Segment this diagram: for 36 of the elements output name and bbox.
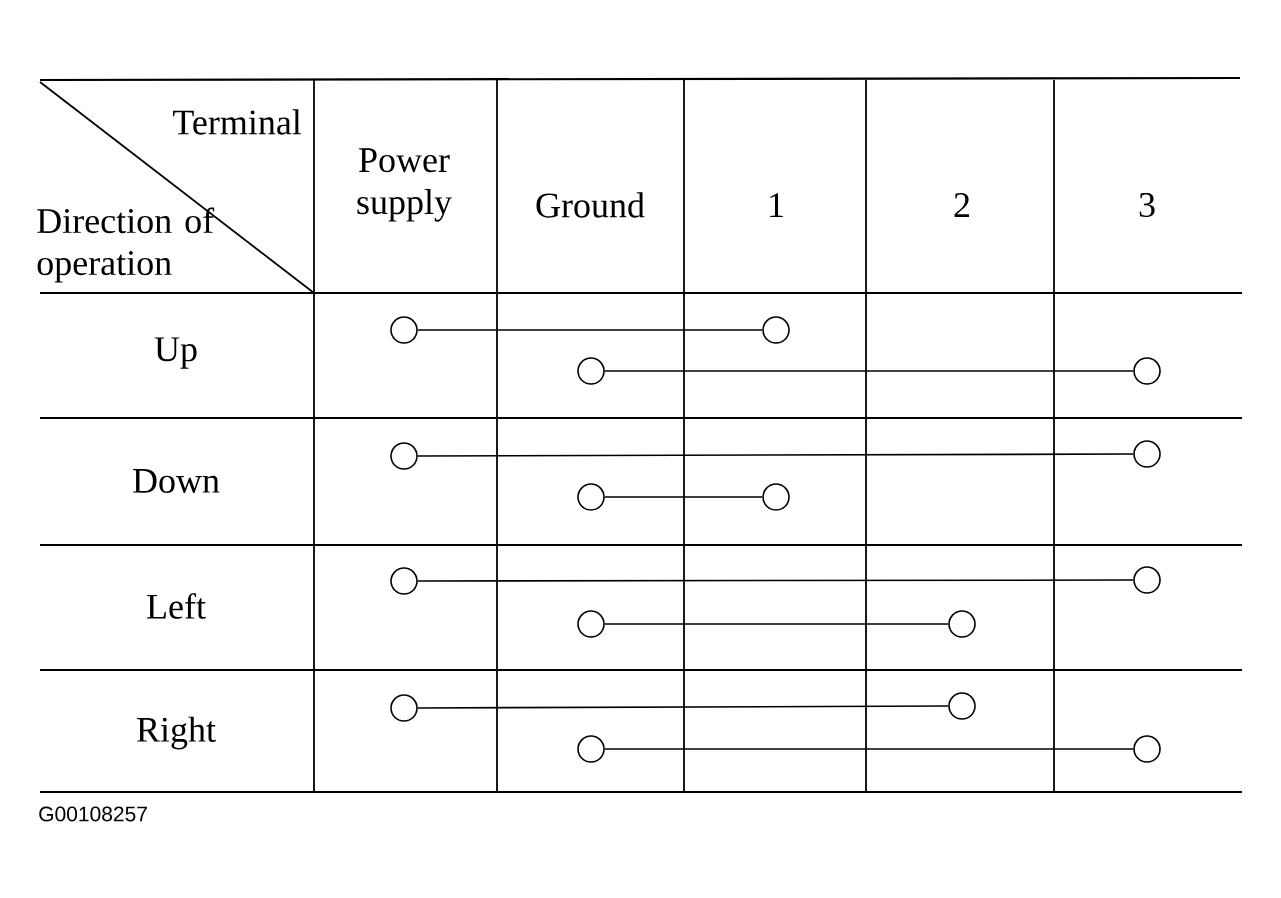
continuity-line — [417, 329, 763, 331]
header-text: 2 — [954, 193, 970, 217]
terminal-circle — [577, 610, 605, 638]
terminal-circle — [762, 316, 790, 344]
row-label: Up — [154, 337, 197, 369]
terminal-circle — [1133, 566, 1161, 594]
terminal-circle — [390, 442, 418, 470]
terminal-circle — [577, 483, 605, 511]
header-text: Power supply — [357, 148, 452, 222]
row-label: Down — [133, 469, 220, 493]
header-text: Terminal — [173, 109, 302, 135]
row-label: Right — [137, 716, 216, 750]
header-text: 1 — [770, 193, 783, 217]
terminal-circle — [577, 357, 605, 385]
figure-code: G00108257 — [39, 806, 147, 822]
terminal-circle — [948, 692, 976, 720]
terminal-circle — [390, 567, 418, 595]
continuity-line — [604, 748, 1134, 750]
terminal-circle — [948, 610, 976, 638]
terminal-circle — [390, 316, 418, 344]
terminal-circle — [577, 735, 605, 763]
continuity-line — [417, 705, 949, 709]
header-text: 3 — [1139, 192, 1155, 218]
header-text: Direction of operation — [37, 207, 215, 283]
continuity-line — [604, 623, 949, 625]
terminal-circle — [1133, 735, 1161, 763]
terminal-circle — [1133, 440, 1161, 468]
header-text: Ground — [536, 192, 645, 218]
continuity-line — [604, 370, 1134, 372]
terminal-circle — [1133, 357, 1161, 385]
continuity-line — [604, 496, 763, 498]
continuity-line — [417, 453, 1134, 457]
terminal-circle — [390, 694, 418, 722]
terminal-circle — [762, 483, 790, 511]
continuity-line — [417, 579, 1134, 582]
row-label: Left — [147, 593, 206, 619]
